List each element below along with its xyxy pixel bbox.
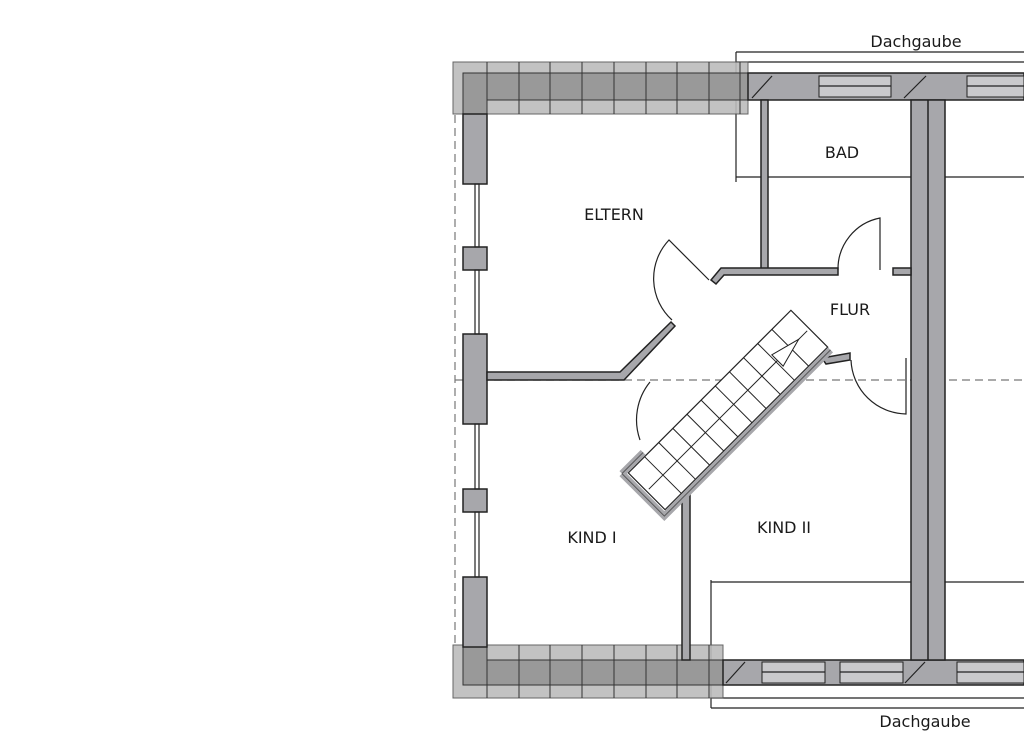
room-label-bad: BAD <box>825 143 859 162</box>
dormer-bottom-outline <box>710 580 1024 709</box>
top-exterior-wall <box>747 72 1024 101</box>
room-label-eltern: ELTERN <box>584 205 644 224</box>
dormer-top-outline <box>735 51 1024 182</box>
dormer-top-label: Dachgaube <box>870 32 961 51</box>
dormer-bottom-label: Dachgaube <box>879 712 970 731</box>
bottom-exterior-wall <box>722 659 1024 686</box>
room-label-flur: FLUR <box>830 300 870 319</box>
staircase <box>619 309 834 522</box>
room-label-kind1: KIND I <box>567 528 616 547</box>
interior-walls <box>486 99 912 661</box>
door-kind2[interactable] <box>850 358 907 415</box>
roof-overhang-top <box>452 61 749 116</box>
left-exterior-wall <box>462 113 488 648</box>
door-bad[interactable] <box>837 217 881 271</box>
roof-overhang-bottom <box>452 644 724 699</box>
door-kind1[interactable] <box>635 381 651 441</box>
doors <box>635 217 907 441</box>
party-wall <box>910 99 946 661</box>
door-eltern[interactable] <box>653 239 710 321</box>
room-label-kind2: KIND II <box>757 518 811 537</box>
stair-direction-arrow-icon <box>771 337 801 367</box>
